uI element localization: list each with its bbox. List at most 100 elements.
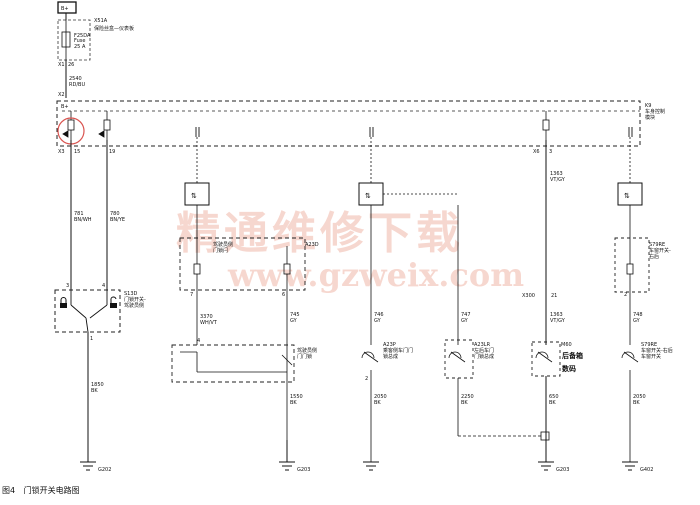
wire-2250-color: BK xyxy=(461,400,468,406)
ground-g402: G402 xyxy=(640,467,653,473)
wire-650-color: BK xyxy=(549,400,556,406)
pin-15: 15 xyxy=(74,149,80,155)
conn-x6: X6 xyxy=(533,149,540,155)
wire-781-num: 781 xyxy=(74,211,84,217)
lock-icon xyxy=(60,297,67,308)
pin-26: 26 xyxy=(68,62,74,68)
ground-g203a: G203 xyxy=(297,467,310,473)
a23lr-l1: 左后车门 xyxy=(474,347,494,354)
fuse-id: F25DA xyxy=(74,33,91,39)
s13-l1: 门锁开关- xyxy=(124,296,146,303)
a23d-l2: 门门锁 xyxy=(297,353,312,360)
splice-box xyxy=(540,431,550,441)
s79-l1: 车窗开关- xyxy=(649,247,671,254)
connector-box-6 xyxy=(617,182,643,206)
annotation-l1: 后备箱 xyxy=(562,351,583,360)
passenger-contacts xyxy=(361,205,379,462)
a23lr-id: A23LR xyxy=(474,342,491,348)
actuator-pin-4: 4 xyxy=(197,338,200,344)
fuse-block xyxy=(57,19,91,61)
a23lr-l2: 门锁总成 xyxy=(474,353,494,360)
caption-title: 门锁开关电路图 xyxy=(23,486,80,495)
a23p-l1: 乘客侧车门门 xyxy=(383,347,413,354)
s13-pin-4: 4 xyxy=(102,283,105,289)
a23a-l2: 门锁闩 xyxy=(213,247,228,254)
pin-21: 21 xyxy=(551,293,557,299)
watermark: 精通维修下载 www.gzweix.com xyxy=(176,208,524,294)
s13-l2: 驾驶员侧 xyxy=(124,302,144,309)
right-rear-window-switch xyxy=(614,237,650,293)
wire-1850-num: 1850 xyxy=(91,382,104,388)
watermark-cn: 精通维修下载 xyxy=(176,208,464,259)
s13-id: S13D xyxy=(124,291,138,297)
conn-x2: X2 xyxy=(58,92,65,98)
arrow-glyph-1: ⇅ xyxy=(191,192,197,200)
wire-748-num: 748 xyxy=(633,312,643,318)
wire-2540-color: RD/BU xyxy=(69,82,85,88)
wire-1850-color: BK xyxy=(91,388,98,394)
wire-780-color: BN/YE xyxy=(110,217,125,223)
wire-747-num: 747 xyxy=(461,312,471,318)
driver-door-module xyxy=(179,237,306,291)
wire-747-color: GY xyxy=(461,318,469,324)
bcm-box xyxy=(56,100,641,147)
a23p-l2: 锁总成 xyxy=(383,353,398,360)
wire-3370-num: 3370 xyxy=(200,314,213,320)
wire-780-num: 780 xyxy=(110,211,120,217)
wire-2050b-num: 2050 xyxy=(633,394,646,400)
wire-745-color: GY xyxy=(290,318,298,324)
s79b-l2: 车窗开关 xyxy=(641,353,661,360)
wire-2540-num: 2540 xyxy=(69,76,82,82)
s13-pin-3: 3 xyxy=(66,283,69,289)
conn-x300: X300 xyxy=(522,293,535,299)
a23d-id: A23D xyxy=(305,242,319,248)
driver-lock-actuator xyxy=(171,344,295,383)
s79-id: S79RE xyxy=(649,242,665,248)
pin-2b: 2 xyxy=(624,292,627,298)
trunk-contact xyxy=(535,351,553,363)
arrow-glyph-6: ⇅ xyxy=(624,192,630,200)
pin-6: 6 xyxy=(282,292,285,298)
wire-1550-num: 1550 xyxy=(290,394,303,400)
left-rear-lock xyxy=(444,339,474,379)
wire-2050b-color: BK xyxy=(633,400,640,406)
s79b-id: S79RE xyxy=(641,342,657,348)
conn-x3: X3 xyxy=(58,149,65,155)
conn-x1: X1 xyxy=(58,62,65,68)
window-switch-contacts xyxy=(621,205,639,462)
pin-3: 3 xyxy=(549,149,552,155)
wire-2250-num: 2250 xyxy=(461,394,474,400)
wire-781-color: BN/WH xyxy=(74,217,92,223)
pin-7: 7 xyxy=(190,292,193,298)
bcm-supply: B+ xyxy=(61,104,69,110)
a23d-l1: 驾驶员侧 xyxy=(297,347,317,354)
left-rear-contact xyxy=(448,351,466,363)
fuse-label: Fuse xyxy=(74,38,85,44)
connector-box-1 xyxy=(184,182,210,206)
ground-symbols xyxy=(80,460,638,471)
wire-1363-num: 1363 xyxy=(550,171,563,177)
bcm-inputs xyxy=(62,111,550,140)
a23a-l1: 驾驶员侧 xyxy=(213,241,233,248)
fuse-rating: 25 A xyxy=(74,44,86,50)
unlock-icon xyxy=(110,296,117,308)
battery-label: B+ xyxy=(61,6,69,12)
pin-19: 19 xyxy=(109,149,115,155)
watermark-url: www.gzweix.com xyxy=(227,256,524,294)
wire-746-num: 746 xyxy=(374,312,384,318)
wire-2050a-color: BK xyxy=(374,400,381,406)
wire-1363b-num: 1363 xyxy=(550,312,563,318)
driver-actuator-contacts xyxy=(180,351,293,373)
bcm-desc-2: 模块 xyxy=(645,114,655,121)
s79-l2: 右后 xyxy=(649,253,659,260)
caption-fig: 图4 xyxy=(2,486,16,495)
connector-box-2 xyxy=(358,182,384,206)
door-lock-switch xyxy=(54,289,121,333)
trunk-lock xyxy=(531,341,561,377)
switch-contacts xyxy=(70,290,108,333)
figure-caption: 图4 门锁开关电路图 xyxy=(2,485,86,496)
battery-box xyxy=(57,1,77,14)
bcm-desc-1: 车身控制 xyxy=(645,108,665,115)
